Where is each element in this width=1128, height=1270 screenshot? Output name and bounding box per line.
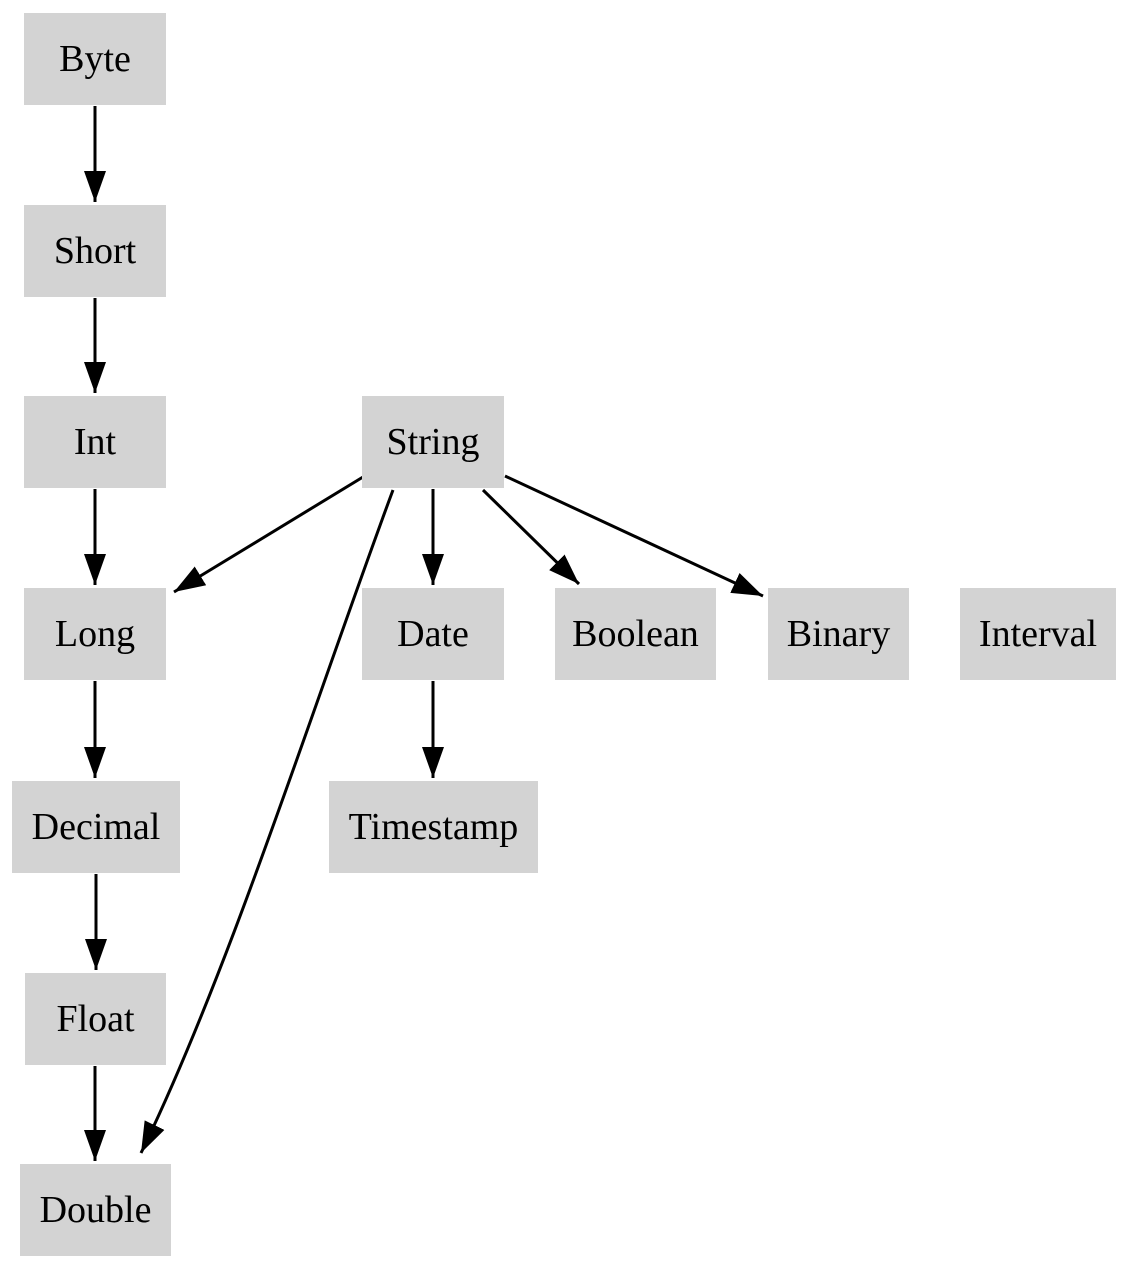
node-byte: Byte bbox=[24, 13, 166, 105]
node-binary: Binary bbox=[768, 588, 909, 680]
edge-string-to-binary bbox=[504, 474, 764, 598]
node-label-string: String bbox=[386, 421, 480, 463]
edge-string-to-boolean bbox=[481, 488, 581, 586]
node-timestamp: Timestamp bbox=[329, 781, 538, 873]
node-interval: Interval bbox=[960, 588, 1116, 680]
node-label-decimal: Decimal bbox=[31, 806, 161, 848]
node-label-date: Date bbox=[397, 613, 469, 655]
node-label-binary: Binary bbox=[786, 613, 891, 655]
node-label-long: Long bbox=[54, 613, 136, 655]
node-label-timestamp: Timestamp bbox=[348, 806, 519, 848]
node-label-short: Short bbox=[53, 230, 137, 272]
node-label-int: Int bbox=[73, 421, 117, 463]
node-date: Date bbox=[362, 588, 504, 680]
node-int: Int bbox=[24, 396, 166, 488]
node-long: Long bbox=[24, 588, 166, 680]
node-label-double: Double bbox=[39, 1189, 152, 1231]
node-decimal: Decimal bbox=[12, 781, 180, 873]
node-string: String bbox=[362, 396, 504, 488]
node-short: Short bbox=[24, 205, 166, 297]
node-double: Double bbox=[20, 1164, 171, 1256]
node-label-byte: Byte bbox=[59, 38, 131, 80]
edge-string-to-long bbox=[173, 475, 364, 594]
node-float: Float bbox=[25, 973, 166, 1065]
node-label-interval: Interval bbox=[978, 613, 1098, 655]
node-label-boolean: Boolean bbox=[572, 613, 699, 655]
node-label-float: Float bbox=[56, 998, 135, 1040]
edge-string-to-double bbox=[139, 489, 395, 1154]
edges-group bbox=[84, 106, 764, 1161]
node-boolean: Boolean bbox=[555, 588, 716, 680]
